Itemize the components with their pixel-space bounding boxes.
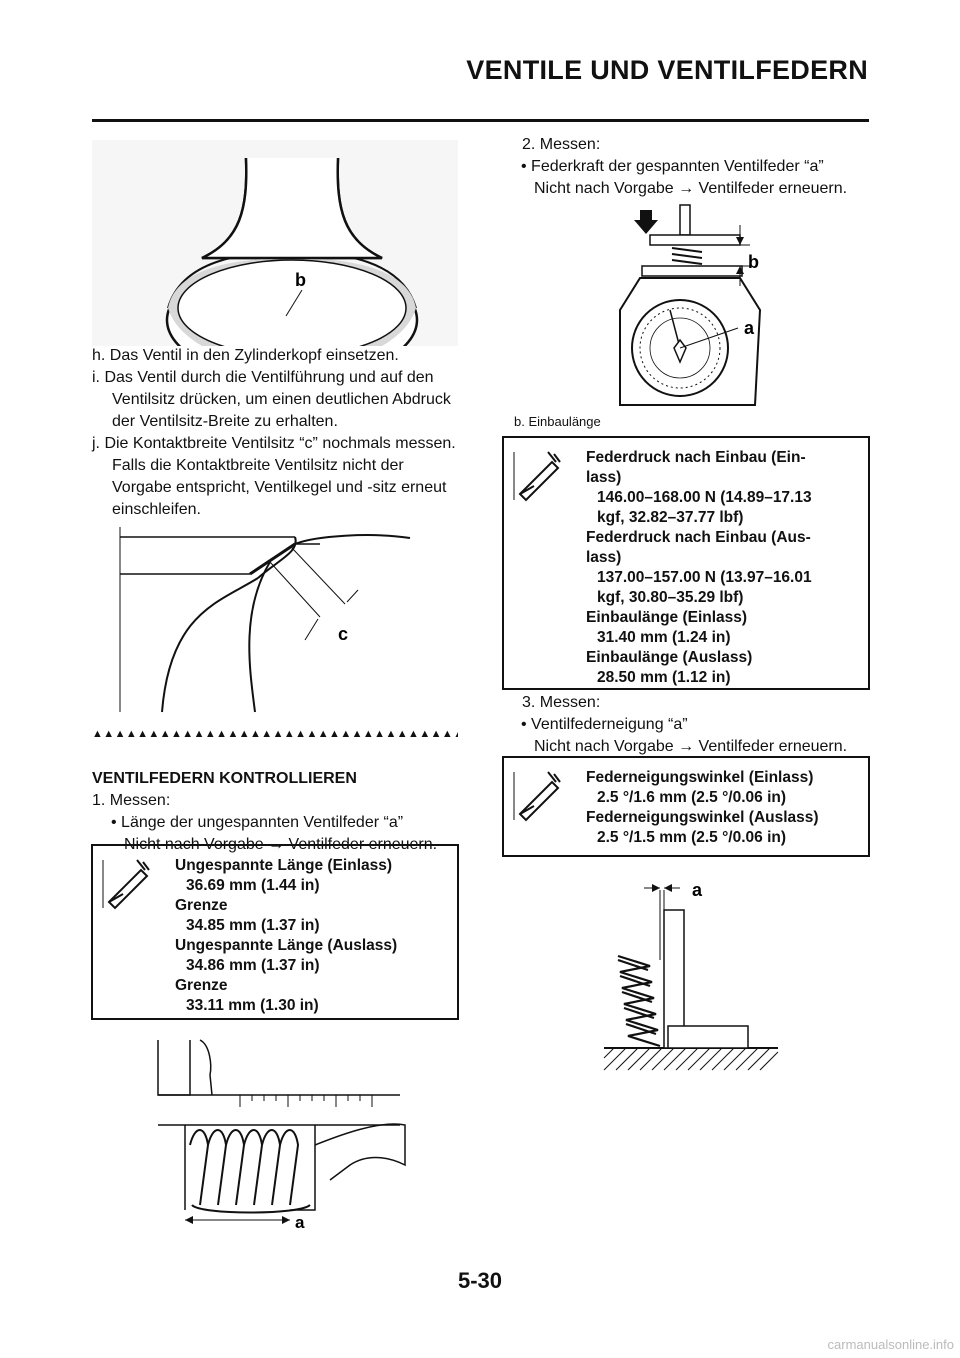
spec2-label-2: Einbaulänge (Einlass) [586, 609, 748, 626]
spec2-label-0b: lass) [586, 469, 622, 486]
spec1-value-0: 36.69 mm (1.44 in) [186, 877, 320, 894]
measure-2-bullet: • Federkraft der gespannten Ventilfeder … [521, 158, 824, 175]
caliper-icon [102, 859, 150, 910]
section-title: VENTILFEDERN KONTROLLIEREN [92, 770, 357, 787]
spec2-value-0: 146.00–168.00 N (14.89–17.13 [597, 489, 812, 506]
measure-1-bullet: • Länge der ungespannten Ventilfeder “a” [111, 814, 404, 831]
spec-box-tilt: Federneigungswinkel (Einlass) 2.5 °/1.6 … [502, 756, 870, 857]
spec3-value-1: 2.5 °/1.5 mm (2.5 °/0.06 in) [597, 829, 787, 846]
spec2-label-3: Einbaulänge (Auslass) [586, 649, 753, 666]
spec2-value-1: 137.00–157.00 N (13.97–16.01 [597, 569, 812, 586]
measure-3: 3. Messen: [522, 694, 601, 711]
caliper-icon [513, 771, 561, 822]
spec2-label-0: Federdruck nach Einbau (Ein- [586, 449, 806, 466]
spec1-value-2: 34.86 mm (1.37 in) [186, 957, 320, 974]
spec1-label-1: Grenze [175, 897, 228, 914]
caliper-label: a [295, 1213, 305, 1232]
separator-triangles: ▲▲▲▲▲▲▲▲▲▲▲▲▲▲▲▲▲▲▲▲▲▲▲▲▲▲▲▲▲▲▲▲▲ [92, 728, 458, 740]
spec2-label-1b: lass) [586, 549, 622, 566]
watermark: carmanualsonline.info [827, 1337, 954, 1352]
spec-box-installed-force: Federdruck nach Einbau (Ein- lass) 146.0… [502, 436, 870, 690]
valve-face-figure: b [92, 140, 458, 346]
spring-tilt-figure: a [603, 880, 779, 1071]
spec3-value-0: 2.5 °/1.6 mm (2.5 °/0.06 in) [597, 789, 787, 806]
seat-label: c [338, 624, 348, 644]
spec2-value-0b: kgf, 32.82–37.77 lbf) [597, 509, 744, 526]
spring-scale-figure: b a [619, 204, 762, 406]
measure-2-action: Nicht nach Vorgabe → Ventilfeder erneuer… [534, 180, 848, 197]
spec1-label-2: Ungespannte Länge (Auslass) [175, 937, 398, 954]
spec3-label-1: Federneigungswinkel (Auslass) [586, 809, 819, 826]
spec2-label-1: Federdruck nach Einbau (Aus- [586, 529, 811, 546]
scale-label-b: b [748, 252, 759, 272]
header-rule [92, 119, 869, 122]
step-i: i. Das Ventil durch die Ventilführung un… [92, 369, 451, 430]
spec1-label-0: Ungespannte Länge (Einlass) [175, 857, 393, 874]
spec1-value-1: 34.85 mm (1.37 in) [186, 917, 320, 934]
scale-label-a: a [744, 318, 755, 338]
measure-2: 2. Messen: [522, 136, 601, 153]
tilt-label: a [692, 880, 703, 900]
spec2-value-3: 28.50 mm (1.12 in) [597, 669, 731, 686]
page-title: VENTILE UND VENTILFEDERN [466, 55, 868, 85]
measure-3-action: Nicht nach Vorgabe → Ventilfeder erneuer… [534, 738, 848, 755]
figure-caption: b. Einbaulänge [514, 414, 601, 429]
measure-3-bullet: • Ventilfederneigung “a” [521, 716, 688, 733]
spec2-value-1b: kgf, 30.80–35.29 lbf) [597, 589, 744, 606]
spec3-label-0: Federneigungswinkel (Einlass) [586, 769, 814, 786]
spec2-value-2: 31.40 mm (1.24 in) [597, 629, 731, 646]
spec-box-free-length: Ungespannte Länge (Einlass) 36.69 mm (1.… [91, 844, 459, 1020]
step-h: h. Das Ventil in den Zylinderkopf einset… [92, 347, 399, 364]
valve-label: b [295, 270, 306, 290]
spec1-value-3: 33.11 mm (1.30 in) [186, 997, 319, 1014]
measure-1: 1. Messen: [92, 792, 171, 809]
page-number: 5-30 [457, 1268, 503, 1293]
valve-seat-figure: c [119, 527, 411, 713]
caliper-icon [513, 451, 561, 502]
step-j: j. Die Kontaktbreite Ventilsitz “c” noch… [92, 435, 456, 518]
caliper-figure: a [157, 1039, 406, 1232]
spec1-label-3: Grenze [175, 977, 228, 994]
